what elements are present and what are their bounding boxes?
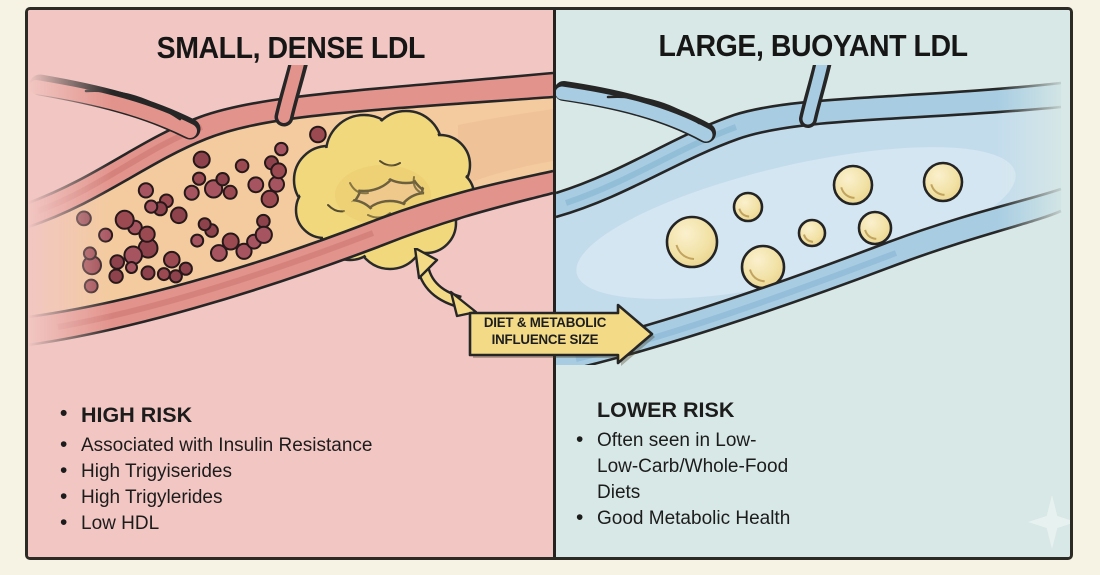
small-ldl-particle bbox=[108, 268, 124, 284]
large-ldl-ball bbox=[922, 161, 964, 203]
list-item: Often seen in Low- Low-Carb/Whole-Food D… bbox=[574, 427, 974, 506]
small-ldl-particle bbox=[260, 189, 280, 209]
small-ldl-particle bbox=[270, 162, 288, 180]
large-ldl-ball bbox=[857, 210, 893, 246]
large-ldl-ball bbox=[732, 191, 764, 223]
small-ldl-particle bbox=[274, 141, 289, 157]
small-ldl-particle bbox=[254, 225, 273, 244]
artery-branches bbox=[29, 65, 308, 140]
right-risk-header: LOWER RISK bbox=[597, 398, 735, 422]
small-ldl-particle bbox=[137, 182, 155, 199]
small-ldl-particle bbox=[221, 232, 240, 251]
double-headed-arrow bbox=[413, 248, 478, 318]
small-ldl-particle bbox=[268, 175, 286, 193]
small-ldl-particle bbox=[109, 254, 125, 270]
left-panel-title: SMALL, DENSE LDL bbox=[156, 30, 425, 65]
small-ldl-particle bbox=[256, 213, 271, 229]
large-ldl-ball bbox=[665, 215, 719, 269]
vessel-illustration-large-ldl bbox=[556, 65, 1062, 365]
small-ldl-particle bbox=[222, 184, 238, 200]
small-ldl-particle bbox=[170, 206, 188, 225]
list-item: High Trigylerides bbox=[58, 484, 488, 511]
ball-shading-line bbox=[864, 229, 877, 240]
right-panel-title: LARGE, BUOYANT LDL bbox=[658, 28, 968, 63]
large-ldl-ball bbox=[797, 218, 827, 248]
small-ldl-particle bbox=[190, 233, 205, 248]
ball-shading-line bbox=[738, 208, 750, 218]
ball-shading-line bbox=[802, 234, 814, 243]
small-ldl-particle bbox=[192, 171, 207, 186]
small-ldl-particle bbox=[138, 225, 156, 243]
artery-illustration-small-ldl bbox=[28, 65, 553, 347]
small-ldl-particle bbox=[98, 227, 114, 243]
banner-arrow-shape bbox=[468, 303, 655, 366]
small-ldl-particle bbox=[140, 265, 156, 281]
small-ldl-particle bbox=[168, 269, 183, 284]
small-ldl-particle bbox=[247, 176, 265, 194]
banner-text: DIET & METABOLIC INFLUENCE SIZE bbox=[483, 314, 607, 347]
list-item: Associated with Insulin Resistance bbox=[58, 432, 488, 459]
ball-shading-line bbox=[840, 186, 855, 199]
small-ldl-particle bbox=[163, 250, 181, 269]
illustration-frame: SMALL, DENSE LDL LARGE, BUOYANT LDL HIGH… bbox=[25, 7, 1073, 560]
small-ldl-particle bbox=[82, 246, 97, 261]
small-ldl-particle bbox=[234, 158, 250, 174]
list-item: Good Metabolic Health bbox=[574, 505, 974, 532]
small-ldl-particle bbox=[192, 150, 211, 169]
small-ldl-particle bbox=[76, 210, 92, 227]
large-ldl-ball bbox=[832, 164, 874, 206]
small-ldl-particle bbox=[197, 217, 212, 232]
small-ldl-particle bbox=[215, 172, 230, 187]
small-ldl-particle bbox=[309, 125, 327, 144]
left-risk-header: HIGH RISK bbox=[58, 399, 488, 430]
small-ldl-particle bbox=[114, 209, 135, 230]
small-ldl-particle bbox=[156, 267, 171, 282]
small-ldl-particle bbox=[144, 199, 159, 214]
small-ldl-particle bbox=[183, 184, 200, 201]
diet-banner: DIET & METABOLIC INFLUENCE SIZE bbox=[466, 301, 666, 375]
left-risk-list: HIGH RISK Associated with Insulin Resist… bbox=[58, 399, 488, 537]
right-risk-list: LOWER RISK Often seen in Low- Low-Carb/W… bbox=[574, 395, 974, 532]
list-item: High Trigyiserides bbox=[58, 458, 488, 485]
ball-shading-line bbox=[675, 244, 695, 260]
ball-shading-line bbox=[930, 183, 945, 196]
small-ldl-particle bbox=[210, 244, 228, 262]
vein-branches bbox=[556, 65, 832, 143]
small-ldl-particle bbox=[235, 242, 253, 260]
panel-divider bbox=[553, 10, 556, 557]
list-item: Low HDL bbox=[58, 510, 488, 537]
artery-wall-bottom bbox=[28, 171, 553, 345]
small-ldl-particle bbox=[83, 278, 99, 294]
small-ldl-particles bbox=[76, 125, 327, 294]
ball-shading-line bbox=[749, 269, 765, 283]
small-ldl-particle bbox=[125, 261, 138, 274]
small-ldl-particle bbox=[178, 261, 193, 276]
